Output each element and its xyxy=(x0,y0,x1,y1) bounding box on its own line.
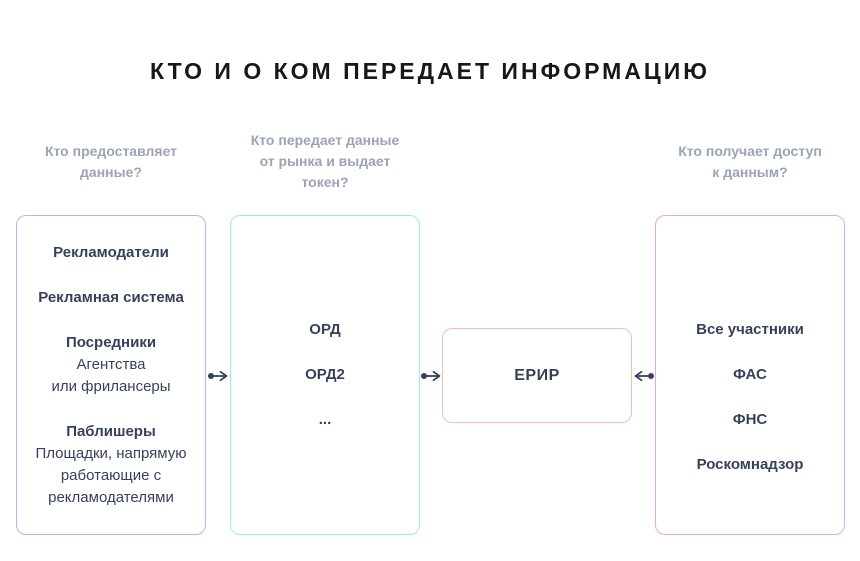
provider-item-label: Рекламная система xyxy=(38,288,184,306)
provider-item-subtitle: Агентства или фрилансеры xyxy=(51,355,171,395)
arrow-providers-to-ord-icon xyxy=(208,370,228,382)
erir-box: ЕРИР xyxy=(442,328,632,423)
provider-item-label: Рекламодатели xyxy=(53,243,169,261)
arrow-ord-to-erir-icon xyxy=(421,370,441,382)
access-item-label: ФНС xyxy=(732,410,768,428)
access-item-label: Все участники xyxy=(696,320,804,338)
provider-item-label: Посредники xyxy=(65,333,157,351)
column-header-providers: Кто предоставляет данные? xyxy=(44,143,178,180)
column-header-token-issuer: Кто передает данные от рынка и выдает то… xyxy=(250,132,400,190)
ord-box: ОРД ОРД2 ... xyxy=(230,215,420,535)
provider-group-intermediaries: Посредники Агентства или фрилансеры xyxy=(51,332,170,398)
providers-box: Рекламодатели Рекламная система Посредни… xyxy=(16,215,206,535)
ord-item-ellipsis: ... xyxy=(318,411,332,428)
arrow-access-to-erir-icon xyxy=(634,370,654,382)
ord-item-label: ОРД2 xyxy=(305,366,345,383)
provider-group-publishers: Паблишеры Площадки, напрямую работающие … xyxy=(35,421,186,509)
provider-group-ad-system: Рекламная система xyxy=(38,287,184,309)
page-title: КТО И О КОМ ПЕРЕДАЕТ ИНФОРМАЦИЮ xyxy=(150,58,710,84)
access-box: Все участники ФАС ФНС Роскомнадзор xyxy=(655,215,845,535)
column-header-access: Кто получает доступ к данным? xyxy=(678,143,822,180)
ord-item-label: ОРД xyxy=(309,321,341,338)
access-item-label: Роскомнадзор xyxy=(696,455,804,473)
erir-label: ЕРИР xyxy=(514,366,560,384)
access-item-label: ФАС xyxy=(733,365,767,383)
provider-item-subtitle: Площадки, напрямую работающие с рекламод… xyxy=(35,444,187,506)
provider-group-advertisers: Рекламодатели xyxy=(53,242,169,264)
provider-item-label: Паблишеры xyxy=(66,422,156,440)
